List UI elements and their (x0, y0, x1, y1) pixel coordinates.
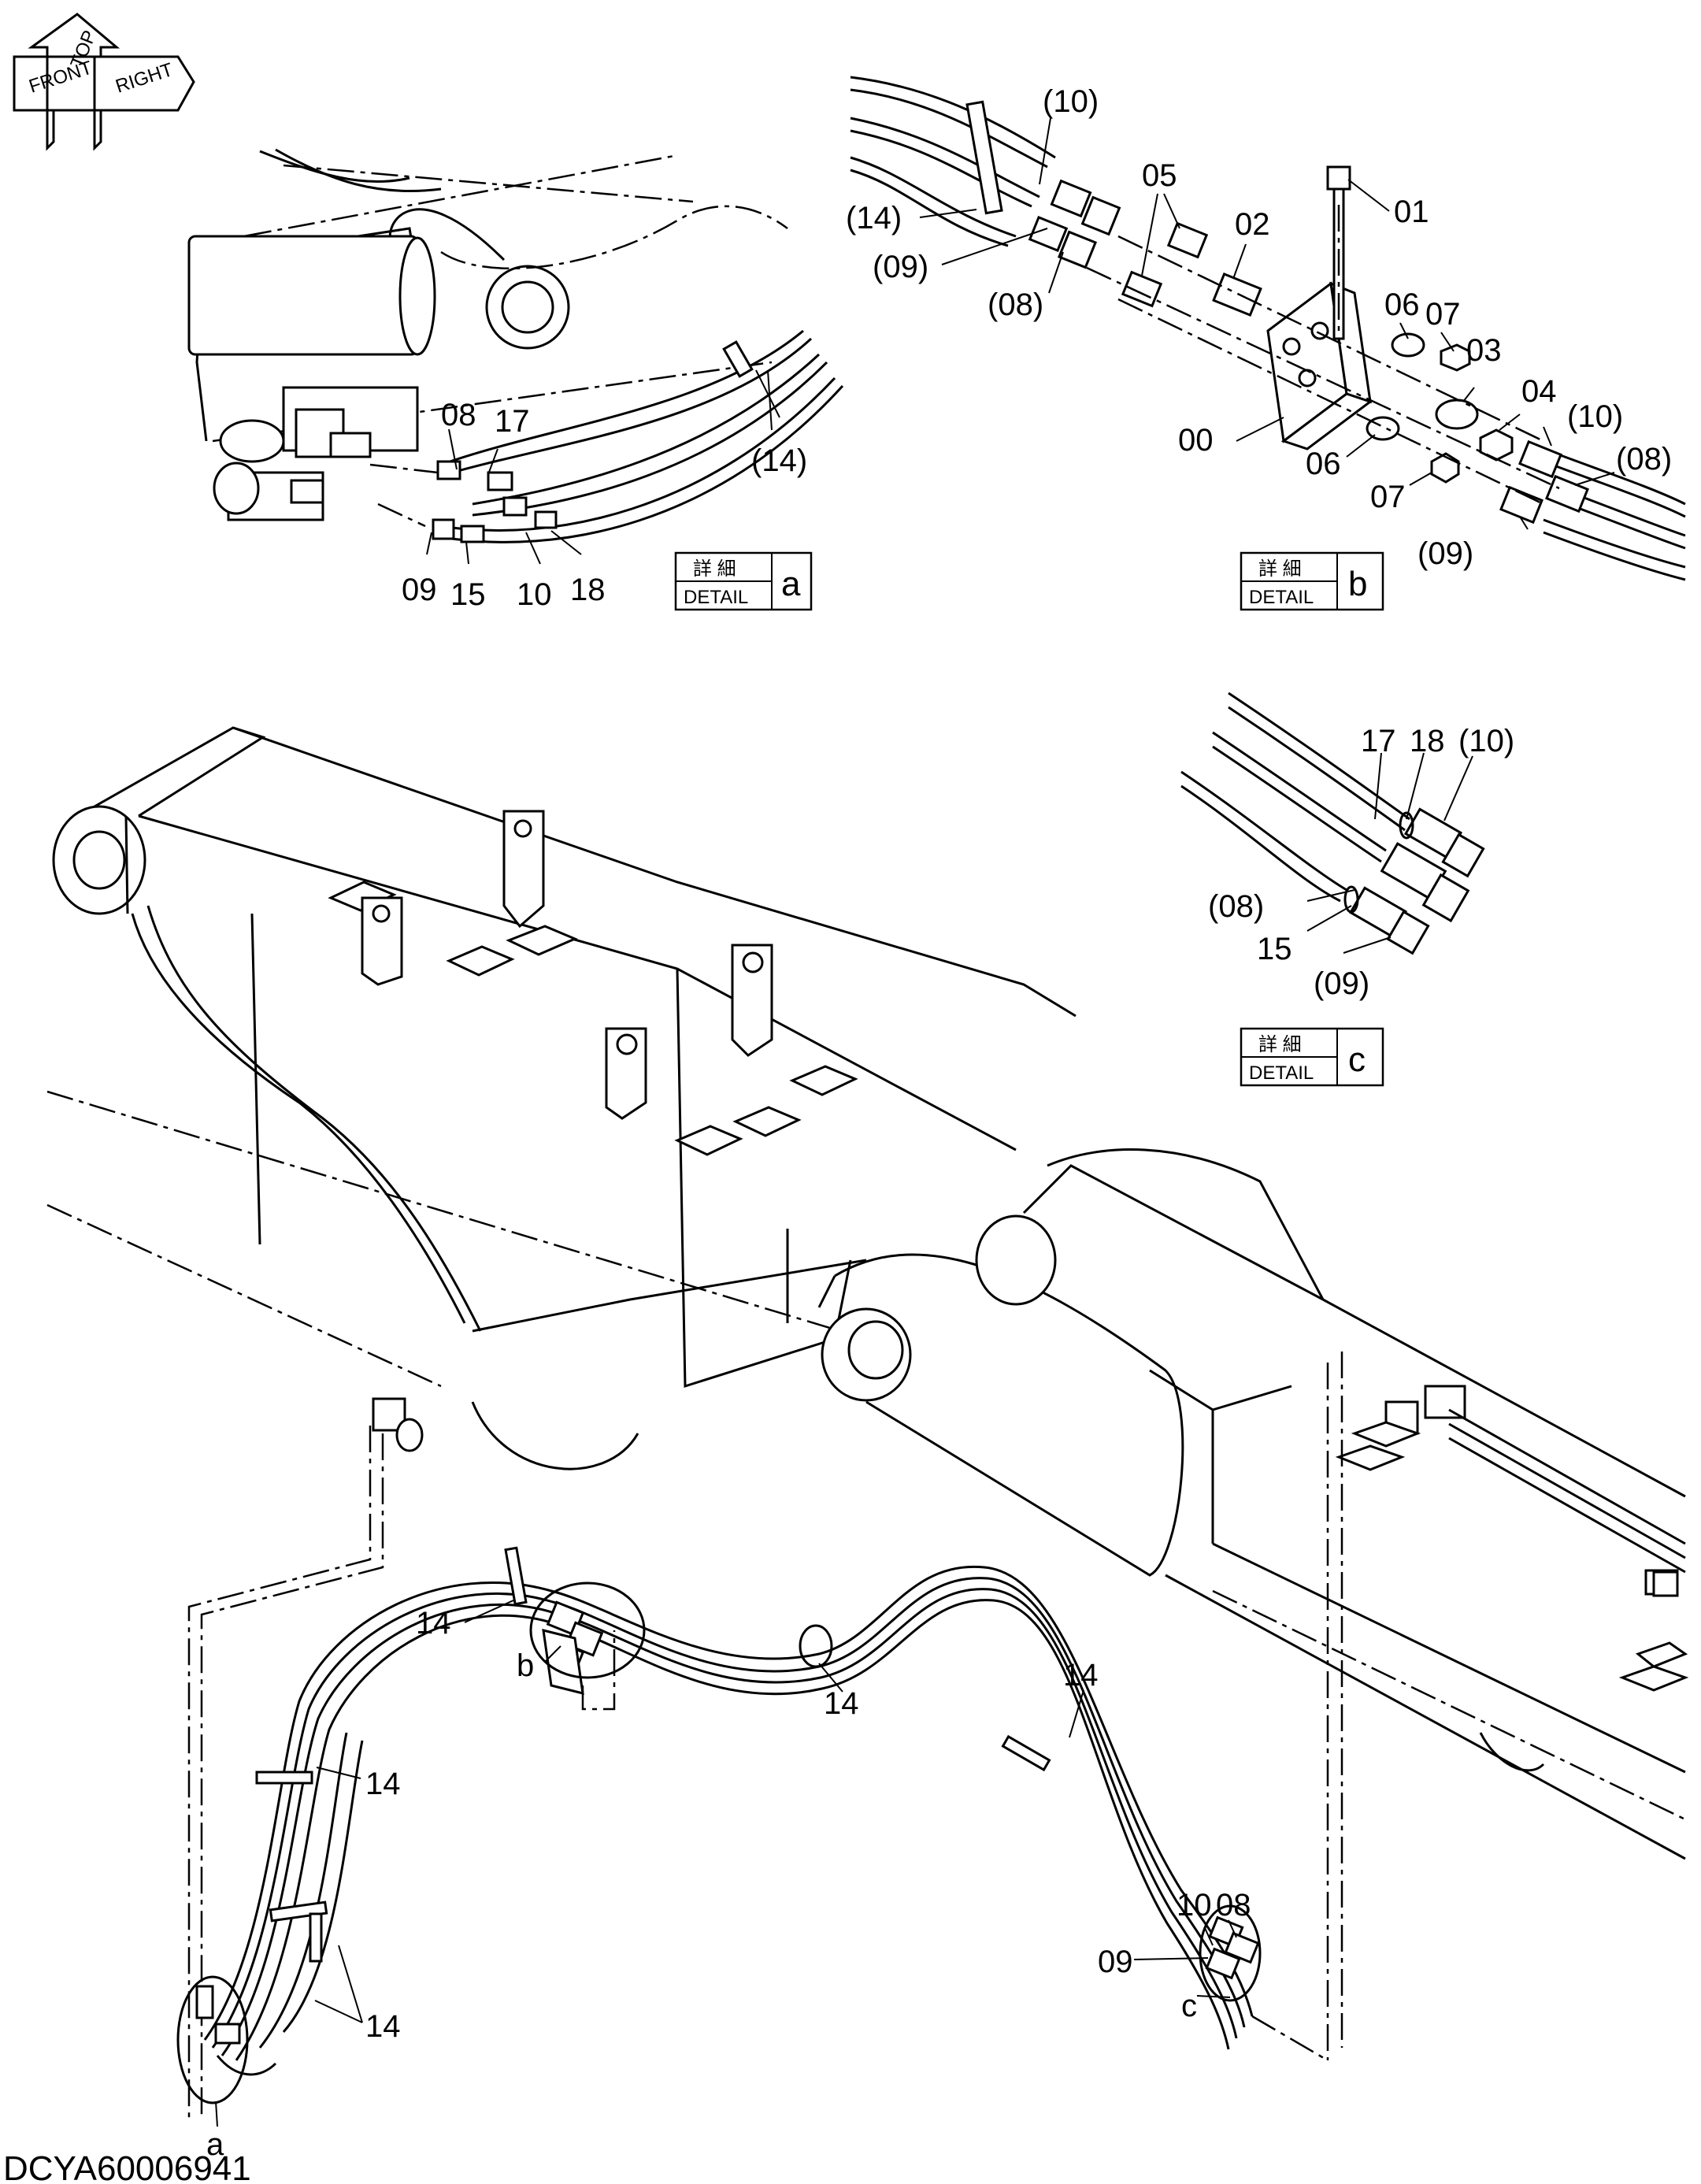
callout-main-09: 09 (1098, 1945, 1133, 1979)
callout-c-15: 15 (1257, 932, 1292, 966)
callout-b-07-bottom: 07 (1370, 480, 1406, 514)
main-labels: 14 b 14 14 14 14 10 08 09 c a (206, 1600, 1251, 2162)
boom-structure (46, 726, 1689, 2062)
callout-b-05: 05 (1142, 158, 1177, 193)
callout-b-06-bottom: 06 (1306, 447, 1341, 481)
callout-main-b: b (517, 1648, 534, 1683)
callout-b-04: 04 (1521, 374, 1557, 409)
detail-b-tag: 詳 細 DETAIL b (1240, 551, 1384, 611)
detail-c-tag: 詳 細 DETAIL c (1240, 1027, 1384, 1087)
callout-b-08-left: (08) (988, 287, 1043, 322)
detail-b-drawing (850, 76, 1686, 581)
detail-c-letter: c (1348, 1040, 1366, 1079)
callout-a-14: (14) (751, 443, 807, 478)
callout-b-07-top: 07 (1425, 297, 1461, 332)
detail-a-en: DETAIL (684, 587, 748, 608)
orientation-indicator: FRONT RIGHT TOP (13, 13, 195, 151)
callout-a-17: 17 (495, 404, 530, 439)
callout-main-a: a (206, 2127, 224, 2162)
callout-b-10-top: (10) (1043, 84, 1099, 119)
detail-a-tag: 詳 細 DETAIL a (674, 551, 813, 611)
detail-b-letter: b (1348, 565, 1367, 603)
detail-a-labels: 08 17 (14) 09 15 10 18 (402, 369, 807, 612)
detail-a-drawing (187, 148, 844, 543)
callout-b-03: 03 (1466, 333, 1502, 368)
detail-b-jp: 詳 細 (1258, 558, 1302, 580)
detail-c-labels: 17 18 (10) (08) 15 (09) (1208, 724, 1514, 1001)
callout-a-09: 09 (402, 573, 437, 607)
detail-b-en: DETAIL (1249, 587, 1314, 608)
callout-main-14-mid: 14 (824, 1686, 859, 1721)
callout-b-01: 01 (1394, 195, 1429, 229)
callout-main-c: c (1181, 1989, 1197, 2023)
detail-c-jp: 詳 細 (1258, 1034, 1302, 1055)
callout-b-09-right: (09) (1418, 536, 1473, 571)
callout-b-00: 00 (1178, 423, 1214, 458)
callout-c-10: (10) (1458, 724, 1514, 758)
callout-main-14-bottom: 14 (365, 2009, 401, 2044)
callout-a-08: 08 (441, 398, 476, 432)
callout-a-10: 10 (517, 577, 552, 612)
callout-c-18: 18 (1410, 724, 1445, 758)
callout-a-15: 15 (450, 577, 486, 612)
callout-c-17: 17 (1361, 724, 1396, 758)
drawing-code: DCYA60006941 (3, 2149, 251, 2184)
detail-a-letter: a (781, 565, 801, 603)
callout-b-08-right: (08) (1616, 442, 1672, 476)
callout-main-08: 08 (1216, 1888, 1251, 1923)
callout-b-14: (14) (846, 201, 902, 235)
callout-main-14-right: 14 (1063, 1658, 1099, 1693)
detail-a-jp: 詳 細 (693, 558, 736, 580)
detail-c-drawing (1180, 692, 1485, 955)
callout-c-09: (09) (1314, 966, 1369, 1001)
callout-c-08: (08) (1208, 889, 1264, 924)
callout-a-18: 18 (570, 573, 606, 607)
callout-main-10: 10 (1177, 1888, 1212, 1923)
callout-b-06-top: 06 (1384, 287, 1420, 322)
callout-main-14-b: 14 (416, 1606, 451, 1641)
callout-main-14-left: 14 (365, 1767, 401, 1801)
hose-routing (176, 1397, 1262, 2119)
callout-b-02: 02 (1235, 207, 1270, 242)
callout-b-09-left: (09) (873, 250, 928, 284)
detail-c-en: DETAIL (1249, 1062, 1314, 1084)
callout-b-10-right: (10) (1567, 399, 1623, 434)
detail-b-labels: (10) 05 02 01 (14) (09) (08) 06 07 03 04… (846, 84, 1672, 571)
